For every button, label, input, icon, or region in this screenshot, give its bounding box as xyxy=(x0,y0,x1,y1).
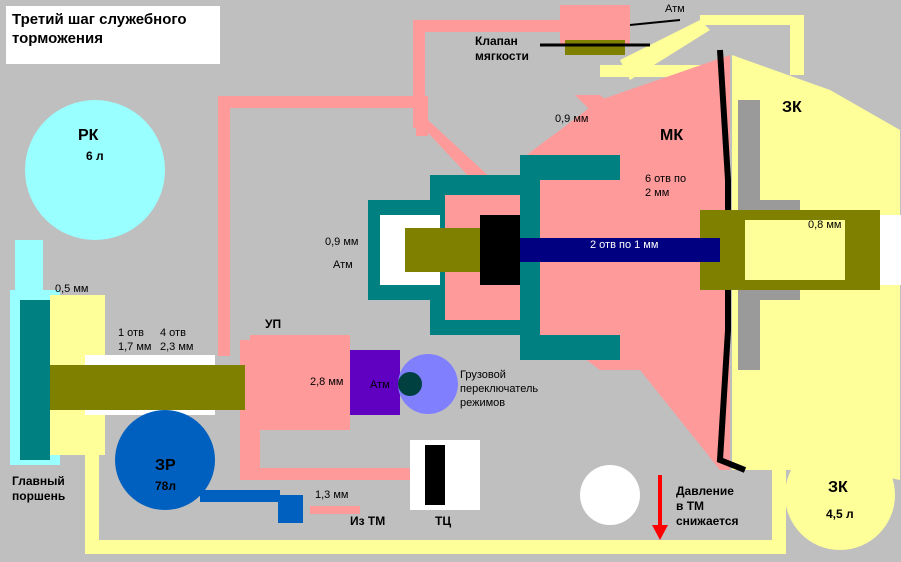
label-d09-top: 0,9 мм xyxy=(555,113,588,125)
label-hole1-1: 1 отв xyxy=(118,327,144,339)
label-zr: ЗР xyxy=(155,457,176,474)
rod-shaft xyxy=(85,365,245,410)
label-d05: 0,5 мм xyxy=(55,283,88,295)
cargo-switch xyxy=(398,354,458,414)
rod-inner xyxy=(745,220,845,280)
label-atm-top: Атм xyxy=(665,3,685,15)
brake-wheel xyxy=(580,465,640,525)
label-rk: РК xyxy=(78,127,99,144)
up-body xyxy=(250,335,350,430)
diaphragm xyxy=(716,49,747,473)
label-main-piston-2: поршень xyxy=(12,489,65,503)
label-d09-left: 0,9 мм xyxy=(325,236,358,248)
label-pressure-1: Давление xyxy=(676,484,734,498)
label-pressure-3: снижается xyxy=(676,514,739,528)
label-d08: 0,8 мм xyxy=(808,219,841,231)
label-zk-right: ЗК xyxy=(828,479,848,496)
label-hole1-2: 1,7 мм xyxy=(118,341,151,353)
valve-body xyxy=(560,5,630,45)
label-main-piston-1: Главный xyxy=(12,474,65,488)
main-piston xyxy=(20,300,50,460)
label-rk-vol: 6 л xyxy=(86,149,104,163)
label-holes4-1: 4 отв xyxy=(160,327,186,339)
label-d13: 1,3 мм xyxy=(315,489,348,501)
label-holes2: 2 отв по 1 мм xyxy=(590,239,658,251)
label-from-tm: Из ТМ xyxy=(350,514,385,528)
label-valve-softness-1: Клапан xyxy=(475,34,518,48)
label-pressure-2: в ТМ xyxy=(676,499,704,513)
label-holes4-2: 2,3 мм xyxy=(160,341,193,353)
rk-reservoir xyxy=(25,100,165,240)
label-zr-vol: 78л xyxy=(155,479,176,493)
label-valve-softness-2: мягкости xyxy=(475,49,529,63)
arrow-head xyxy=(652,525,668,540)
zk-reservoir xyxy=(785,440,895,550)
zr-pipe xyxy=(200,490,280,502)
label-cargo-2: переключатель xyxy=(460,383,538,395)
label-zk-top: ЗК xyxy=(782,99,802,116)
label-cargo-1: Грузовой xyxy=(460,369,506,381)
label-d28: 2,8 мм xyxy=(310,376,343,388)
cargo-knob xyxy=(398,372,422,396)
black-piston xyxy=(480,215,520,285)
page-title: Третий шаг служебного торможения xyxy=(12,11,187,47)
label-mk: МК xyxy=(660,127,683,144)
yellow-pipes xyxy=(85,15,804,554)
label-holes6-2: 2 мм xyxy=(645,187,669,199)
label-up: УП xyxy=(265,317,281,331)
label-holes6-1: 6 отв по xyxy=(645,173,686,185)
label-cargo-3: режимов xyxy=(460,397,505,409)
tc-piston xyxy=(425,445,445,505)
title-box xyxy=(6,6,220,64)
atm-leader xyxy=(629,19,681,26)
label-atm-up: Атм xyxy=(370,379,390,391)
up-purple xyxy=(350,350,400,415)
zr-reservoir xyxy=(115,410,215,510)
label-tc: ТЦ xyxy=(435,514,451,528)
label-atm-left: Атм xyxy=(333,259,353,271)
check-valve xyxy=(278,495,303,523)
valve-seat xyxy=(565,40,625,55)
label-zk-right-vol: 4,5 л xyxy=(826,507,854,521)
